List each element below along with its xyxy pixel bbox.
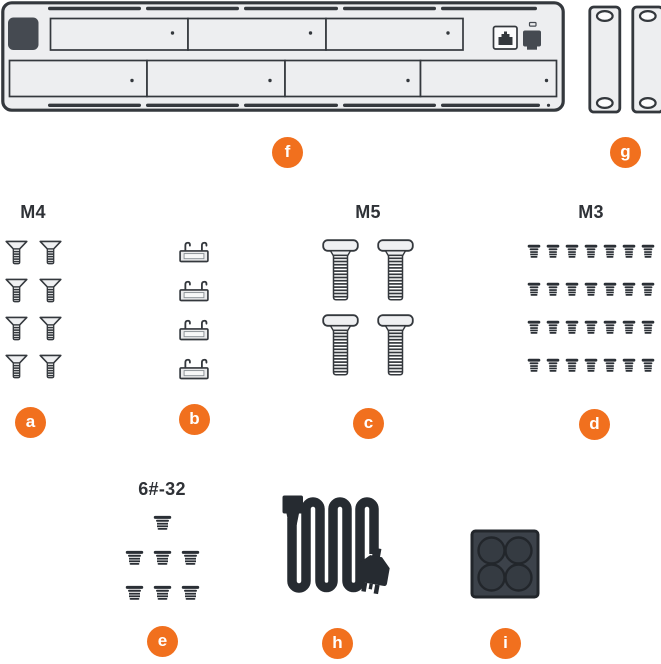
- m5-screw: [322, 239, 359, 302]
- m3-screw: [584, 282, 598, 297]
- m3-screw: [565, 320, 579, 335]
- m5-screw: [377, 239, 414, 302]
- m5-screw: [322, 314, 359, 377]
- parts-group-m3-screws: M3: [520, 202, 661, 373]
- m3-screw: [527, 244, 541, 259]
- badge-g: g: [610, 137, 641, 168]
- no632-screw: [153, 515, 172, 532]
- m3-screw: [565, 358, 579, 373]
- m3-screw: [584, 358, 598, 373]
- power-cord: [282, 495, 390, 595]
- parts-group-m5-screws: M5: [314, 202, 422, 377]
- part-label-m5: M5: [355, 202, 381, 222]
- top-vent-slots: [48, 6, 537, 11]
- m3-screw: [565, 282, 579, 297]
- badge-h: h: [322, 628, 353, 659]
- rack-ear-bracket-left: [588, 5, 622, 114]
- top-row-bays: [49, 17, 464, 51]
- m4-screw: [39, 240, 62, 265]
- bay-screw-dots-bottom: [130, 78, 549, 83]
- m4-screw: [5, 240, 28, 265]
- m3-screw: [584, 244, 598, 259]
- m3-screw: [546, 282, 560, 297]
- cage-nut-clip: [179, 241, 209, 264]
- m3-screw: [622, 320, 636, 335]
- m4-screw: [5, 278, 28, 303]
- m3-screw: [641, 282, 655, 297]
- m3-screw: [603, 358, 617, 373]
- m4-screw: [39, 316, 62, 341]
- badge-a: a: [15, 407, 46, 438]
- no632-screw: [181, 585, 200, 602]
- parts-group-m4-screws: M4: [2, 202, 64, 379]
- m3-screw: [641, 244, 655, 259]
- m4-screw: [39, 354, 62, 379]
- m3-screw: [527, 282, 541, 297]
- m3-screw: [603, 244, 617, 259]
- no632-screw: [125, 550, 144, 567]
- m3-screw: [603, 282, 617, 297]
- iec-connector: [282, 495, 303, 525]
- parts-grid-clips: [179, 241, 209, 381]
- display-panel: [8, 17, 39, 50]
- badge-i: i: [490, 628, 521, 659]
- cage-nut-clip: [179, 280, 209, 303]
- m3-screw: [527, 358, 541, 373]
- console-port-icon: [523, 21, 541, 50]
- m3-screw: [546, 320, 560, 335]
- cage-nut-clip: [179, 358, 209, 381]
- m3-screw: [622, 358, 636, 373]
- badge-f: f: [272, 137, 303, 168]
- cage-nut-clip: [179, 319, 209, 342]
- wall-plug: [356, 547, 390, 595]
- badge-b: b: [179, 404, 210, 435]
- parts-grid-m5: [322, 239, 414, 377]
- rack-ear-brackets: [588, 5, 661, 114]
- parts-group-632-screws: 6#-32: [108, 479, 216, 602]
- m3-screw: [622, 244, 636, 259]
- rack-device-top-view: [1, 1, 565, 112]
- ethernet-port-icon: [492, 25, 518, 50]
- bottom-row-bays: [8, 59, 558, 98]
- parts-grid-6-32: [125, 515, 200, 602]
- m3-screw: [546, 244, 560, 259]
- part-label-m4: M4: [20, 202, 46, 222]
- no632-screw: [153, 585, 172, 602]
- badge-d: d: [579, 409, 610, 440]
- badge-e: e: [147, 626, 178, 657]
- m4-screw: [5, 354, 28, 379]
- no632-screw: [181, 550, 200, 567]
- part-label-m3: M3: [578, 202, 604, 222]
- no632-screw: [153, 550, 172, 567]
- bottom-vent-slots: [48, 103, 551, 107]
- m3-screw: [527, 320, 541, 335]
- m3-screw: [641, 320, 655, 335]
- m3-screw: [565, 244, 579, 259]
- m3-screw: [584, 320, 598, 335]
- m4-screw: [5, 316, 28, 341]
- m3-screw: [641, 358, 655, 373]
- cord-cable: [287, 497, 379, 593]
- part-label-6-32: 6#-32: [138, 479, 186, 499]
- m3-screw: [622, 282, 636, 297]
- rubber-foot-circles: [477, 536, 533, 592]
- m3-screw: [603, 320, 617, 335]
- parts-grid-m4: [5, 240, 62, 379]
- m3-screw: [546, 358, 560, 373]
- parts-grid-m3: [527, 244, 655, 373]
- m5-screw: [377, 314, 414, 377]
- badge-c: c: [353, 408, 384, 439]
- bay-screw-dots-top: [170, 31, 450, 35]
- rubber-feet-pad: [470, 529, 540, 599]
- parts-group-cage-nut-clips: [163, 241, 225, 381]
- no632-screw: [125, 585, 144, 602]
- m4-screw: [39, 278, 62, 303]
- rack-ear-bracket-right: [631, 5, 661, 114]
